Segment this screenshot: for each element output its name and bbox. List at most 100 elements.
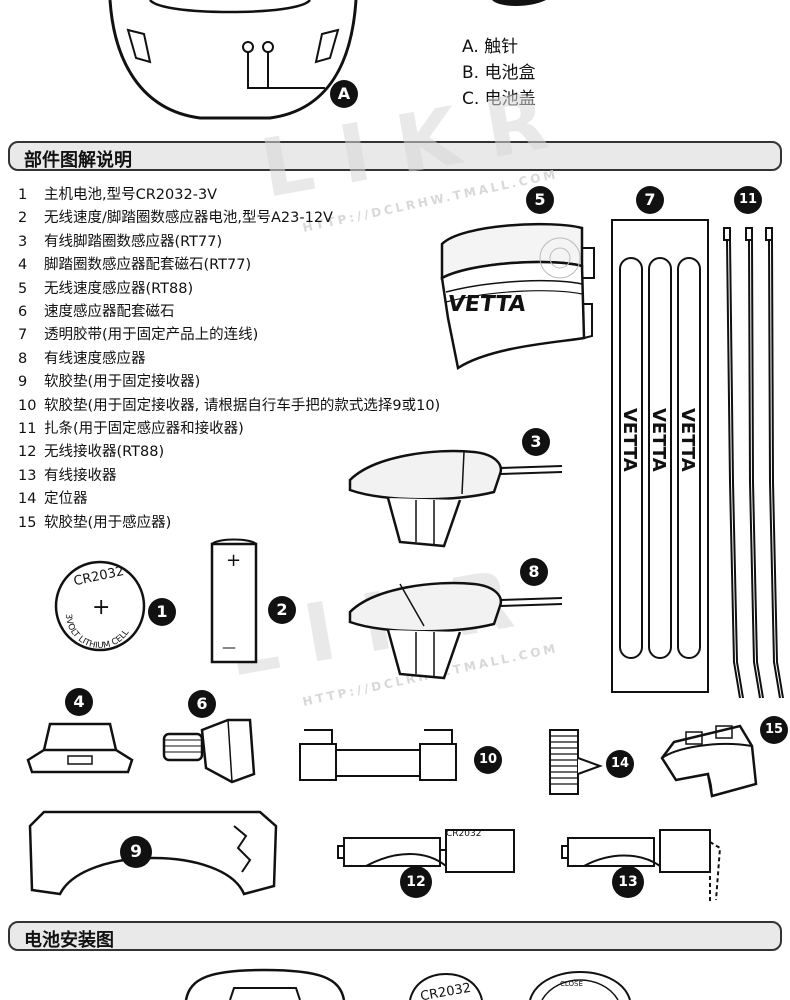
parts-list-item: 10 软胶垫(用于固定接收器, 请根据自行车手把的款式选择9或10) — [18, 395, 440, 418]
wireless-speed-sensor-image: VETTA — [440, 222, 595, 371]
parts-list-text: 软胶垫(用于固定接收器) — [44, 374, 201, 391]
coin-battery-plus: + — [92, 595, 110, 620]
part-7-badge: 7 — [636, 186, 664, 214]
part-10-badge: 10 — [474, 746, 502, 774]
cadence-magnet-image — [26, 722, 134, 774]
parts-list-text: 速度感应器配套磁石 — [44, 304, 175, 321]
battery-section-header: 电池安装图 — [8, 921, 782, 951]
parts-list-item: 12 无线接收器(RT88) — [18, 441, 440, 464]
parts-list-number: 6 — [18, 304, 28, 321]
battery-install-coin-partial: CR2032 — [409, 972, 483, 1000]
parts-list-text: 软胶垫(用于感应器) — [44, 514, 172, 531]
cell-battery-minus: — — [222, 640, 236, 656]
parts-list-item: 8 有线速度感应器 — [18, 348, 440, 371]
rubber-pad-10-image — [299, 729, 457, 781]
parts-list-item: 3 有线脚踏圈数感应器(RT77) — [18, 231, 440, 254]
parts-list-number: 10 — [18, 397, 37, 414]
part-9-badge: 9 — [120, 836, 152, 868]
parts-list-number: 14 — [18, 491, 37, 508]
parts-list-text: 定位器 — [44, 491, 88, 508]
parts-list-text: 透明胶带(用于固定产品上的连线) — [44, 327, 259, 344]
legend-item-contacts: A. 触针 — [462, 37, 519, 57]
cable-ties-image — [723, 227, 784, 699]
parts-section-header: 部件图解说明 — [8, 141, 782, 171]
part-8-badge: 8 — [520, 558, 548, 586]
tape-brand-1: VETTA — [619, 408, 640, 472]
part-3-badge: 3 — [522, 428, 550, 456]
cap-close-label: CLOSE — [560, 980, 583, 988]
parts-list-number: 2 — [18, 210, 28, 227]
parts-list-number: 7 — [18, 327, 28, 344]
sensor-rubber-pad-image — [660, 724, 758, 798]
parts-list-text: 主机电池,型号CR2032-3V — [44, 187, 218, 203]
wired-cadence-sensor-image — [348, 449, 563, 548]
parts-list-text: 有线速度感应器 — [44, 350, 146, 367]
parts-list-text: 无线速度/脚踏圈数感应器电池,型号A23-12V — [44, 210, 333, 227]
parts-list-item: 5 无线速度感应器(RT88) — [18, 278, 440, 301]
parts-list-item: 13 有线接收器 — [18, 465, 440, 488]
receiver-model-text: CR2032 — [446, 829, 481, 839]
parts-list-item: 7 透明胶带(用于固定产品上的连线) — [18, 324, 440, 347]
part-4-badge: 4 — [65, 688, 93, 716]
parts-list-text: 有线接收器 — [44, 467, 117, 484]
wireless-receiver-image: CR2032 — [337, 829, 515, 873]
parts-list-text: 扎条(用于固定感应器和接收器) — [44, 421, 244, 438]
battery-cover-partial — [492, 0, 546, 6]
wired-speed-sensor-image — [348, 581, 563, 680]
part-5-badge: 5 — [526, 186, 554, 214]
parts-list-number: 9 — [18, 374, 28, 391]
parts-list-text: 无线接收器(RT88) — [44, 444, 165, 461]
tape-brand-3: VETTA — [677, 408, 698, 472]
part-14-badge: 14 — [606, 750, 634, 778]
wired-receiver-image — [561, 829, 722, 902]
parts-legend: A. 触针 B. 电池盒 C. 电池盖 — [462, 34, 536, 112]
battery-section-title: 电池安装图 — [24, 930, 114, 951]
part-13-badge: 13 — [612, 866, 644, 898]
rubber-pad-9-image — [28, 810, 278, 896]
parts-list-number: 12 — [18, 444, 37, 461]
legend-item-battery-cover: C. 电池盖 — [462, 89, 536, 109]
parts-list-number: 5 — [18, 280, 28, 297]
battery-install-device-partial — [184, 968, 346, 1000]
callout-a-badge: A — [330, 80, 358, 108]
cell-battery-image: + — — [210, 538, 258, 664]
parts-list-item: 4 脚踏圈数感应器配套磁石(RT77) — [18, 254, 440, 277]
parts-list-text: 有线脚踏圈数感应器(RT77) — [44, 233, 223, 250]
parts-list-item: 2 无线速度/脚踏圈数感应器电池,型号A23-12V — [18, 207, 440, 230]
speed-magnet-image — [162, 718, 256, 784]
part-1-badge: 1 — [148, 598, 176, 626]
parts-list: 1 主机电池,型号CR2032-3V 2 无线速度/脚踏圈数感应器电池,型号A23-1… — [18, 184, 440, 535]
parts-list-number: 4 — [18, 257, 28, 274]
coin-battery-image: CR2032 + 3VOLT LITHIUM CELL — [54, 560, 146, 652]
clear-tape-image: VETTA VETTA VETTA — [611, 219, 709, 693]
parts-list-number: 13 — [18, 467, 37, 484]
parts-list-number: 8 — [18, 350, 28, 367]
parts-list-text: 软胶垫(用于固定接收器, 请根据自行车手把的款式选择9或10) — [44, 397, 441, 414]
parts-list-item: 15 软胶垫(用于感应器) — [18, 512, 440, 535]
parts-list-item: 6 速度感应器配套磁石 — [18, 301, 440, 324]
parts-list-number: 3 — [18, 233, 28, 250]
device-top-illustration — [108, 0, 358, 120]
parts-list-item: 14 定位器 — [18, 488, 440, 511]
part-2-badge: 2 — [268, 596, 296, 624]
parts-list-text: 无线速度感应器(RT88) — [44, 280, 194, 297]
parts-list-item: 9 软胶垫(用于固定接收器) — [18, 371, 440, 394]
tape-brand-2: VETTA — [648, 408, 669, 472]
parts-list-number: 11 — [18, 421, 37, 438]
parts-list-number: 15 — [18, 514, 37, 531]
parts-list-number: 1 — [18, 187, 28, 203]
parts-section-title: 部件图解说明 — [24, 150, 132, 171]
part-12-badge: 12 — [400, 866, 432, 898]
cell-battery-plus: + — [226, 550, 241, 571]
part-11-badge: 11 — [734, 186, 762, 214]
parts-list-text: 脚踏圈数感应器配套磁石(RT77) — [44, 257, 252, 274]
bottom-coin-model: CR2032 — [419, 981, 472, 1000]
locator-image — [549, 729, 603, 795]
part-15-badge: 15 — [760, 716, 788, 744]
sensor-brand-text: VETTA — [446, 291, 527, 317]
parts-list-item: 1 主机电池,型号CR2032-3V — [18, 184, 440, 207]
legend-item-battery-box: B. 电池盒 — [462, 63, 536, 83]
parts-list-item: 11 扎条(用于固定感应器和接收器) — [18, 418, 440, 441]
battery-install-cap-partial: CLOSE — [529, 970, 631, 1000]
part-6-badge: 6 — [188, 690, 216, 718]
